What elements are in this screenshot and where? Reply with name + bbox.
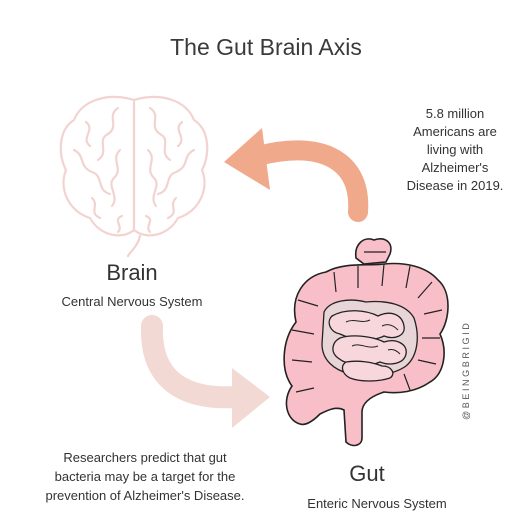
brain-label: Brain — [106, 260, 158, 285]
arrow-brain-to-gut — [140, 315, 270, 428]
alzheimers-statistic: 5.8 million Americans are living with Al… — [380, 105, 530, 195]
stat-line: living with — [426, 142, 484, 157]
stat-line: 5.8 million — [425, 106, 485, 121]
page-title: The Gut Brain Axis — [170, 34, 362, 60]
brain-sublabel: Central Nervous System — [61, 294, 203, 309]
research-line: bacteria may be a target for the — [54, 469, 236, 484]
gut-label: Gut — [349, 461, 385, 486]
stat-line: Disease in 2019. — [406, 178, 504, 193]
stat-line: Americans are — [413, 124, 497, 139]
research-line: Researchers predict that gut — [63, 450, 227, 465]
brain-icon — [59, 95, 209, 258]
research-note: Researchers predict that gut bacteria ma… — [14, 448, 276, 505]
intestines-icon — [283, 238, 449, 447]
stat-line: Alzheimer's — [421, 160, 489, 175]
arrow-gut-to-brain — [224, 128, 369, 222]
research-line: prevention of Alzheimer's Disease. — [45, 488, 245, 503]
gut-sublabel: Enteric Nervous System — [307, 496, 447, 511]
author-credit: @BEINGBRIGID — [461, 320, 471, 420]
